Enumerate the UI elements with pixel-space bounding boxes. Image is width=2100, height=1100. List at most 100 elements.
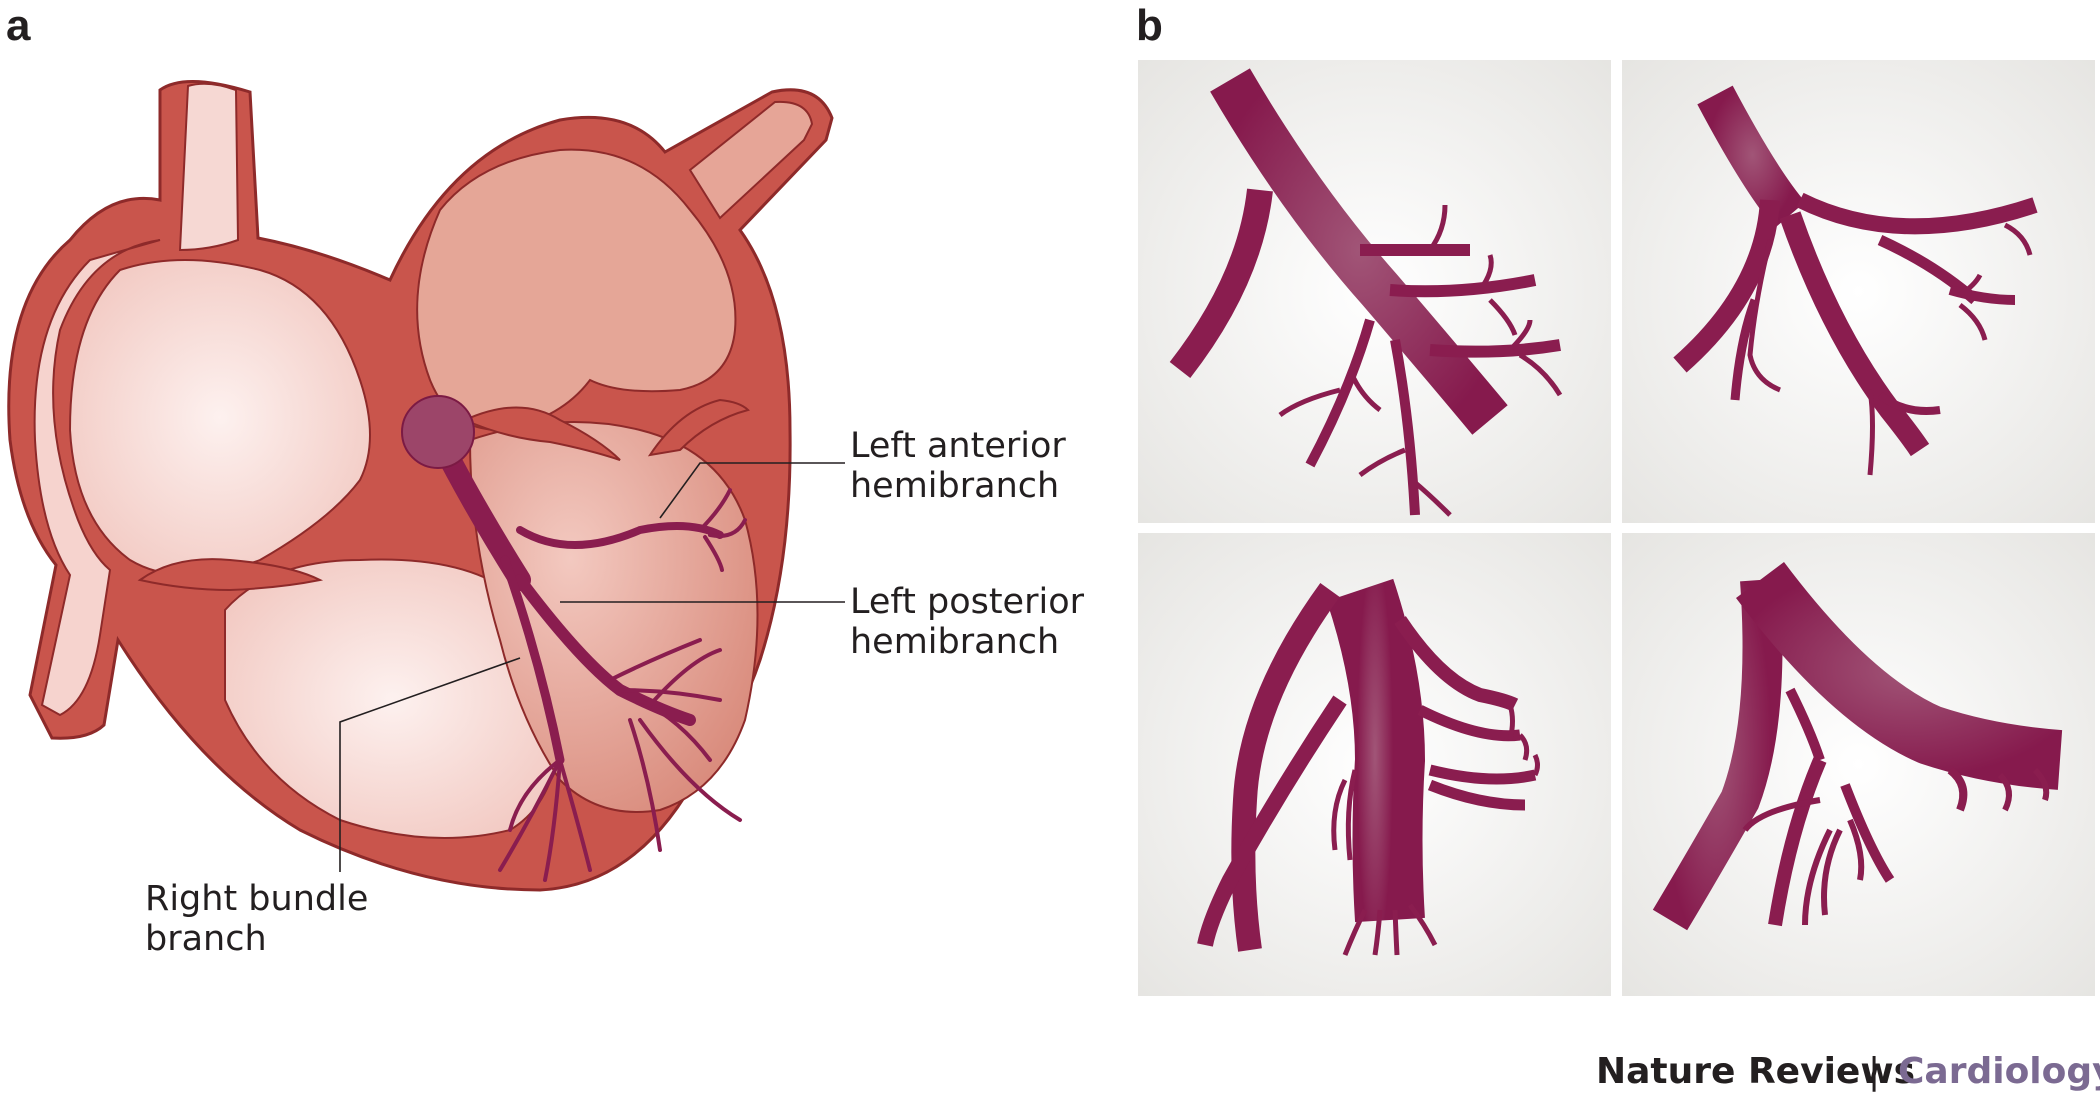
variant-1-twig-5 bbox=[1518, 352, 1563, 397]
left-posterior-twig-5 bbox=[628, 718, 662, 852]
variant-1-right-branch-2 bbox=[1389, 274, 1537, 298]
left-posterior-twig-3 bbox=[638, 698, 712, 762]
variant-3-twig-2 bbox=[1518, 733, 1530, 761]
tricuspid-leaflet bbox=[137, 558, 324, 592]
aortic-leaflet bbox=[647, 398, 750, 457]
label-left-posterior-line1: Left posterior bbox=[850, 582, 1085, 622]
variant-2-left-branch bbox=[1673, 199, 1780, 373]
variant-1-right-branch-3 bbox=[1429, 339, 1561, 358]
variant-1-lower-twig-4 bbox=[1410, 478, 1452, 517]
left-anterior-twig-1 bbox=[698, 488, 732, 532]
journal-credit: Nature Reviews | Cardiology bbox=[1596, 1051, 2100, 1092]
variant-4-lower-branch-1 bbox=[1768, 757, 1827, 927]
aorta-lumen bbox=[178, 82, 240, 252]
variant-3-branches bbox=[1197, 578, 1540, 956]
right-bundle-twig-2 bbox=[543, 758, 562, 882]
panel-b-letter: b bbox=[1136, 1, 1163, 50]
variant-1-twig-4 bbox=[1508, 319, 1533, 352]
variant-3-left-branch-2 bbox=[1197, 695, 1347, 947]
variant-tile-4 bbox=[1622, 533, 2095, 996]
variant-3-twig-3 bbox=[1532, 753, 1540, 777]
variant-1-lower-branch-2 bbox=[1390, 339, 1420, 516]
label-left-anterior-line1: Left anterior bbox=[850, 426, 1066, 466]
right-bundle-leader bbox=[339, 657, 521, 872]
variant-3-trunk bbox=[1326, 578, 1426, 923]
variant-3-left-branch-1 bbox=[1231, 582, 1340, 952]
variant-2-lower-branch-3 bbox=[1877, 391, 1941, 415]
label-left-posterior-line2: hemibranch bbox=[850, 622, 1059, 662]
right-bundle-twig-1 bbox=[498, 758, 562, 872]
label-right-bundle-branch: Right bundle branch bbox=[145, 879, 368, 959]
variant-4-lower-twig-2 bbox=[1821, 828, 1843, 916]
journal-name: Nature Reviews bbox=[1596, 1051, 1915, 1092]
variant-4-right-twig-3 bbox=[2032, 767, 2050, 801]
variant-1-trunk bbox=[1210, 68, 1508, 435]
variant-2-right-twig-5 bbox=[2003, 222, 2033, 256]
panel-b: b bbox=[1136, 1, 2095, 996]
variant-4-trunk-left bbox=[1652, 578, 1783, 931]
variant-2-lower-branch-1 bbox=[1730, 298, 1760, 401]
variant-1-twig-2 bbox=[1477, 254, 1494, 292]
label-left-anterior-line2: hemibranch bbox=[850, 466, 1059, 506]
variant-3-inner-twig-1 bbox=[1345, 769, 1358, 861]
variant-1-lower-twig-3 bbox=[1358, 447, 1406, 478]
variant-tile-1 bbox=[1138, 60, 1611, 523]
variant-4-right-twig-1 bbox=[1947, 766, 1968, 812]
journal-separator: | bbox=[1868, 1051, 1880, 1092]
pulmonary-lumen bbox=[688, 100, 814, 220]
variant-4-branches bbox=[1652, 561, 2063, 931]
mitral-leaflet bbox=[462, 406, 621, 461]
variant-2-right-twig-4 bbox=[1958, 273, 1983, 298]
variant-4-lower-branch-3 bbox=[1742, 797, 1821, 832]
journal-subject: Cardiology bbox=[1898, 1051, 2100, 1092]
variant-3-right-branch-2 bbox=[1428, 764, 1537, 785]
variant-2-trunk bbox=[1697, 85, 1806, 229]
left-posterior-twig-2 bbox=[618, 688, 722, 702]
av-node bbox=[401, 395, 475, 469]
left-posterior-twig-6 bbox=[638, 718, 742, 822]
variant-4-trunk-right bbox=[1736, 561, 2063, 790]
variant-4-lower-twig-3 bbox=[1847, 818, 1865, 881]
right-atrium-chamber bbox=[68, 259, 371, 576]
variant-3-lower-twig-3 bbox=[1392, 909, 1400, 956]
label-right-bundle-line1: Right bundle bbox=[145, 879, 368, 919]
right-atrium bbox=[33, 239, 161, 717]
variant-3-lower-twig-1 bbox=[1342, 908, 1368, 956]
variant-3-twig-1 bbox=[1507, 704, 1515, 741]
variant-1-twig-3 bbox=[1488, 298, 1518, 336]
panel-a-letter: a bbox=[6, 1, 31, 50]
variant-1-twig-1 bbox=[1427, 204, 1448, 252]
left-anterior-leader bbox=[659, 462, 845, 519]
variant-tile-2 bbox=[1622, 60, 2095, 523]
variant-4-lower-twig-1 bbox=[1802, 828, 1833, 926]
variant-4-lower-branch-2 bbox=[1840, 783, 1895, 883]
label-right-bundle-line2: branch bbox=[145, 919, 267, 959]
variant-3-right-branch-3 bbox=[1427, 779, 1526, 811]
variant-tile-3 bbox=[1138, 533, 1611, 996]
panel-a: a bbox=[6, 1, 1085, 959]
variant-1-lower-twig-2 bbox=[1347, 369, 1382, 412]
variant-4-inner-branch bbox=[1785, 687, 1825, 762]
left-anterior-fascicle-path bbox=[516, 522, 724, 549]
variant-1-left-branch bbox=[1169, 188, 1273, 378]
left-atrium bbox=[416, 148, 737, 432]
variant-3-lower-twig-2 bbox=[1372, 909, 1383, 956]
left-anterior-twig-3 bbox=[703, 535, 724, 572]
variant-2-right-twig-3 bbox=[1958, 303, 1988, 341]
left-posterior-fascicle-path bbox=[514, 574, 696, 726]
variant-1-lower-twig-1 bbox=[1278, 387, 1341, 418]
label-left-posterior-hemibranch: Left posterior hemibranch bbox=[850, 582, 1085, 662]
label-left-anterior-hemibranch: Left anterior hemibranch bbox=[850, 426, 1066, 506]
right-bundle-twig-3 bbox=[558, 758, 592, 872]
variant-1-branches bbox=[1169, 68, 1563, 517]
right-bundle-twig-4 bbox=[508, 758, 562, 832]
right-bundle-branch-path bbox=[500, 555, 565, 765]
variant-2-right-branch bbox=[1796, 192, 2038, 235]
variant-tile-2-background bbox=[1622, 60, 2095, 523]
variant-2-lower-branch-2 bbox=[1867, 389, 1875, 476]
variant-3-inner-twig-2 bbox=[1331, 778, 1348, 851]
variant-3-upper-branch bbox=[1394, 616, 1519, 712]
variant-2-inner-branch bbox=[1747, 239, 1781, 393]
left-posterior-twig-4 bbox=[648, 648, 722, 707]
left-anterior-twig-2 bbox=[708, 518, 747, 538]
